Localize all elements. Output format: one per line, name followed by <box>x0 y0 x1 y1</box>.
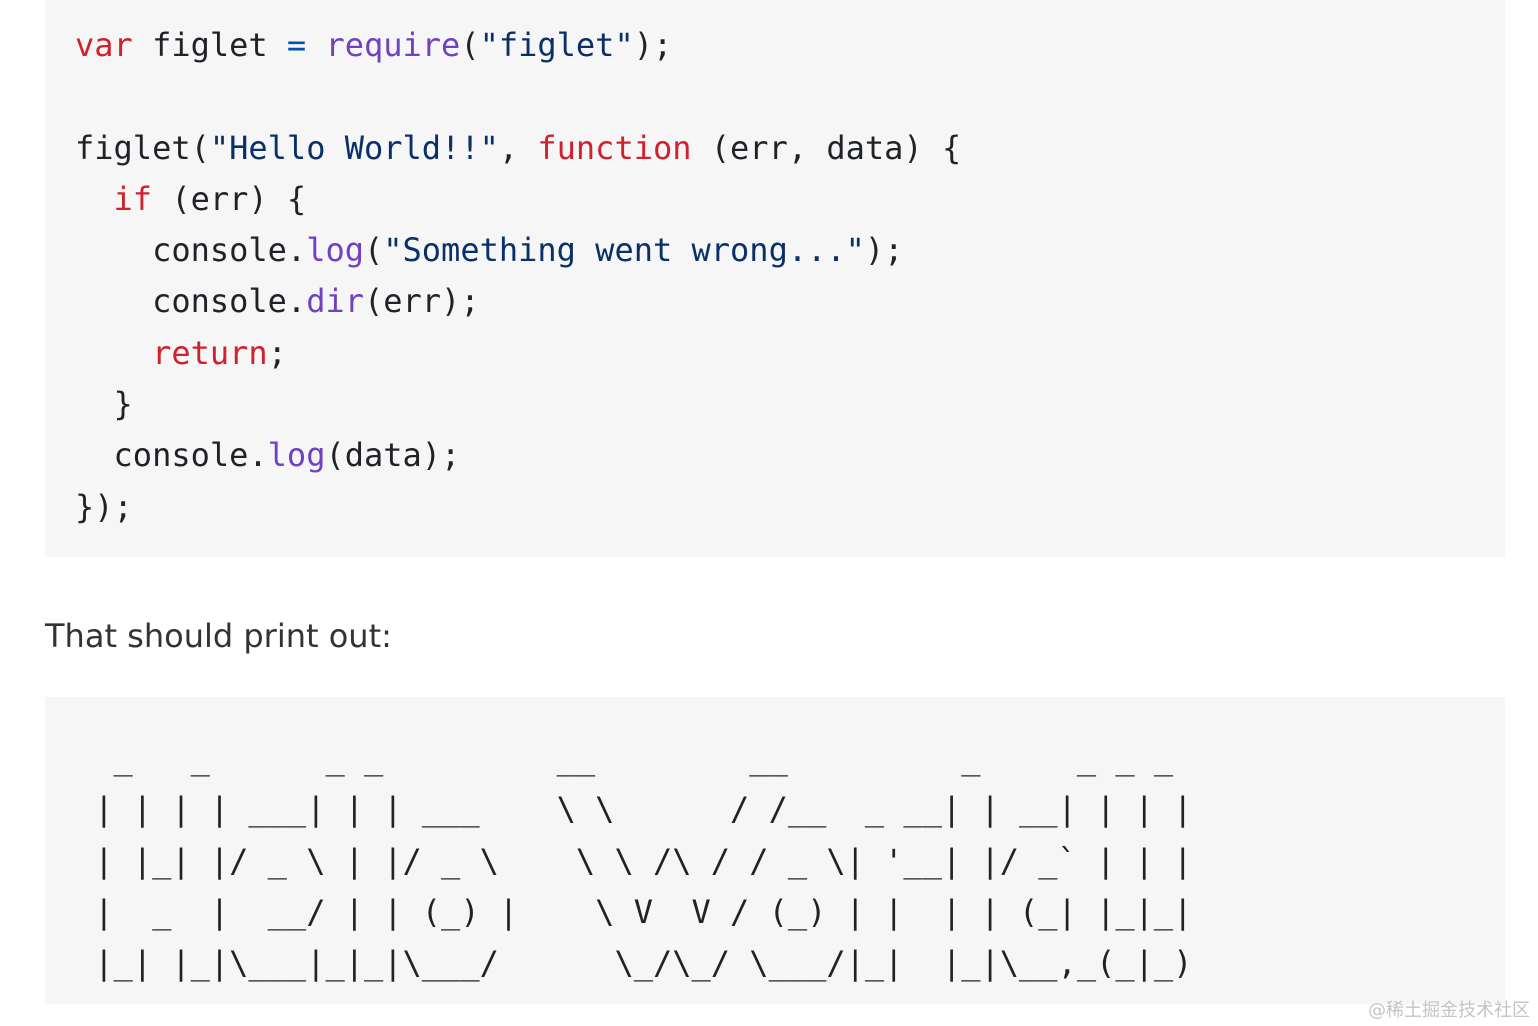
code-token: (err, data) { <box>691 128 962 167</box>
code-token <box>75 180 114 218</box>
code-token: log <box>267 436 326 475</box>
code-token: require <box>325 26 461 64</box>
code-line: return; <box>75 334 287 372</box>
code-token: (err) { <box>152 179 307 218</box>
paragraph-text: That should print out: <box>45 617 392 655</box>
code-token: "figlet" <box>479 26 634 64</box>
code-token: (err); <box>363 282 480 321</box>
code-token: , <box>498 128 538 167</box>
code-token: figlet <box>132 26 287 64</box>
code-line: }); <box>75 488 133 526</box>
code-token: = <box>286 26 307 64</box>
code-token: console. <box>75 436 268 475</box>
code-token: dir <box>306 282 364 321</box>
code-token: "Hello World!!" <box>209 128 499 167</box>
code-token: ); <box>864 231 904 270</box>
ascii-art-output: _ _ _ _ __ __ _ _ _ _ | | | | ___| | | _… <box>94 739 1193 983</box>
code-token: if <box>113 179 153 218</box>
code-token: log <box>306 231 364 270</box>
code-line: console.log(data); <box>75 436 461 475</box>
code-token: "Something went wrong..." <box>383 231 865 270</box>
code-block-ascii-output: _ _ _ _ __ __ _ _ _ _ | | | | ___| | | _… <box>45 697 1505 1004</box>
code-token: console. <box>75 282 307 321</box>
code-token: console. <box>75 231 307 270</box>
code-token: } <box>75 385 133 424</box>
code-line: } <box>75 385 133 423</box>
code-token <box>75 334 152 372</box>
code-token: var <box>75 26 133 64</box>
watermark-text: @稀土掘金技术社区 <box>1368 1000 1530 1021</box>
code-token: return <box>152 333 268 372</box>
code-token: figlet( <box>75 128 210 167</box>
code-token: function <box>537 128 692 167</box>
code-token: ); <box>633 26 673 64</box>
code-line: if (err) { <box>75 179 307 218</box>
code-token <box>306 26 325 64</box>
code-content: var figlet = require("figlet"); figlet("… <box>75 20 1505 533</box>
code-line: console.log("Something went wrong..."); <box>75 231 903 269</box>
code-token: ( <box>363 231 384 270</box>
code-token: ( <box>460 26 480 64</box>
code-line: figlet("Hello World!!", function (err, d… <box>75 129 961 167</box>
code-line: console.dir(err); <box>75 282 480 320</box>
code-token: }); <box>75 487 133 526</box>
code-token: (data); <box>325 436 461 475</box>
code-line: var figlet = require("figlet"); <box>75 26 672 64</box>
code-token: ; <box>267 333 287 372</box>
code-block-javascript: var figlet = require("figlet"); figlet("… <box>45 0 1505 557</box>
